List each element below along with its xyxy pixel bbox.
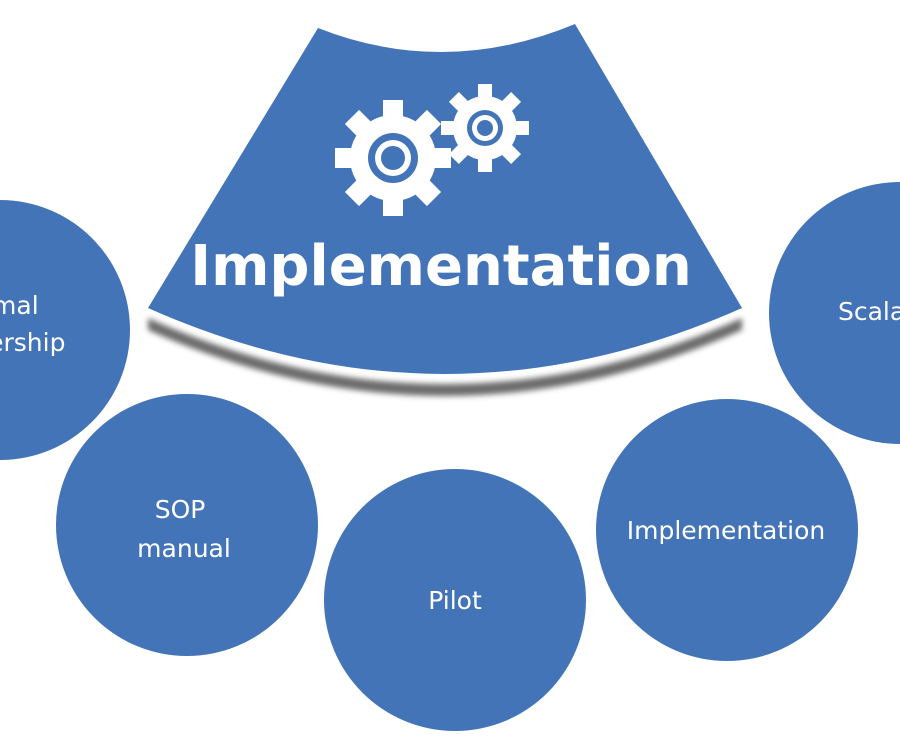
circle-formal-leadership: Formal leadership bbox=[0, 200, 130, 460]
banner-shadow bbox=[148, 318, 742, 396]
circle-shape bbox=[0, 200, 130, 460]
circle-shape bbox=[56, 394, 318, 656]
circle-shape bbox=[769, 182, 900, 444]
circle-label: Implementation bbox=[627, 516, 826, 545]
circle-sop-manual: SOP manual bbox=[56, 394, 318, 656]
circle-label: Pilot bbox=[428, 586, 482, 615]
header-banner: Implementation bbox=[148, 24, 742, 396]
banner-title: Implementation bbox=[190, 234, 692, 299]
circle-label: Formal leadership bbox=[0, 291, 65, 357]
circle-label: SOP manual bbox=[137, 495, 231, 563]
circle-shape bbox=[324, 469, 586, 731]
circle-shape bbox=[596, 399, 858, 661]
circle-implementation: Implementation bbox=[596, 399, 858, 661]
banner-shape bbox=[148, 24, 742, 374]
circle-label: Scalability bbox=[838, 297, 900, 326]
circle-scalability: Scalability bbox=[769, 182, 900, 444]
circle-pilot: Pilot bbox=[324, 469, 586, 731]
